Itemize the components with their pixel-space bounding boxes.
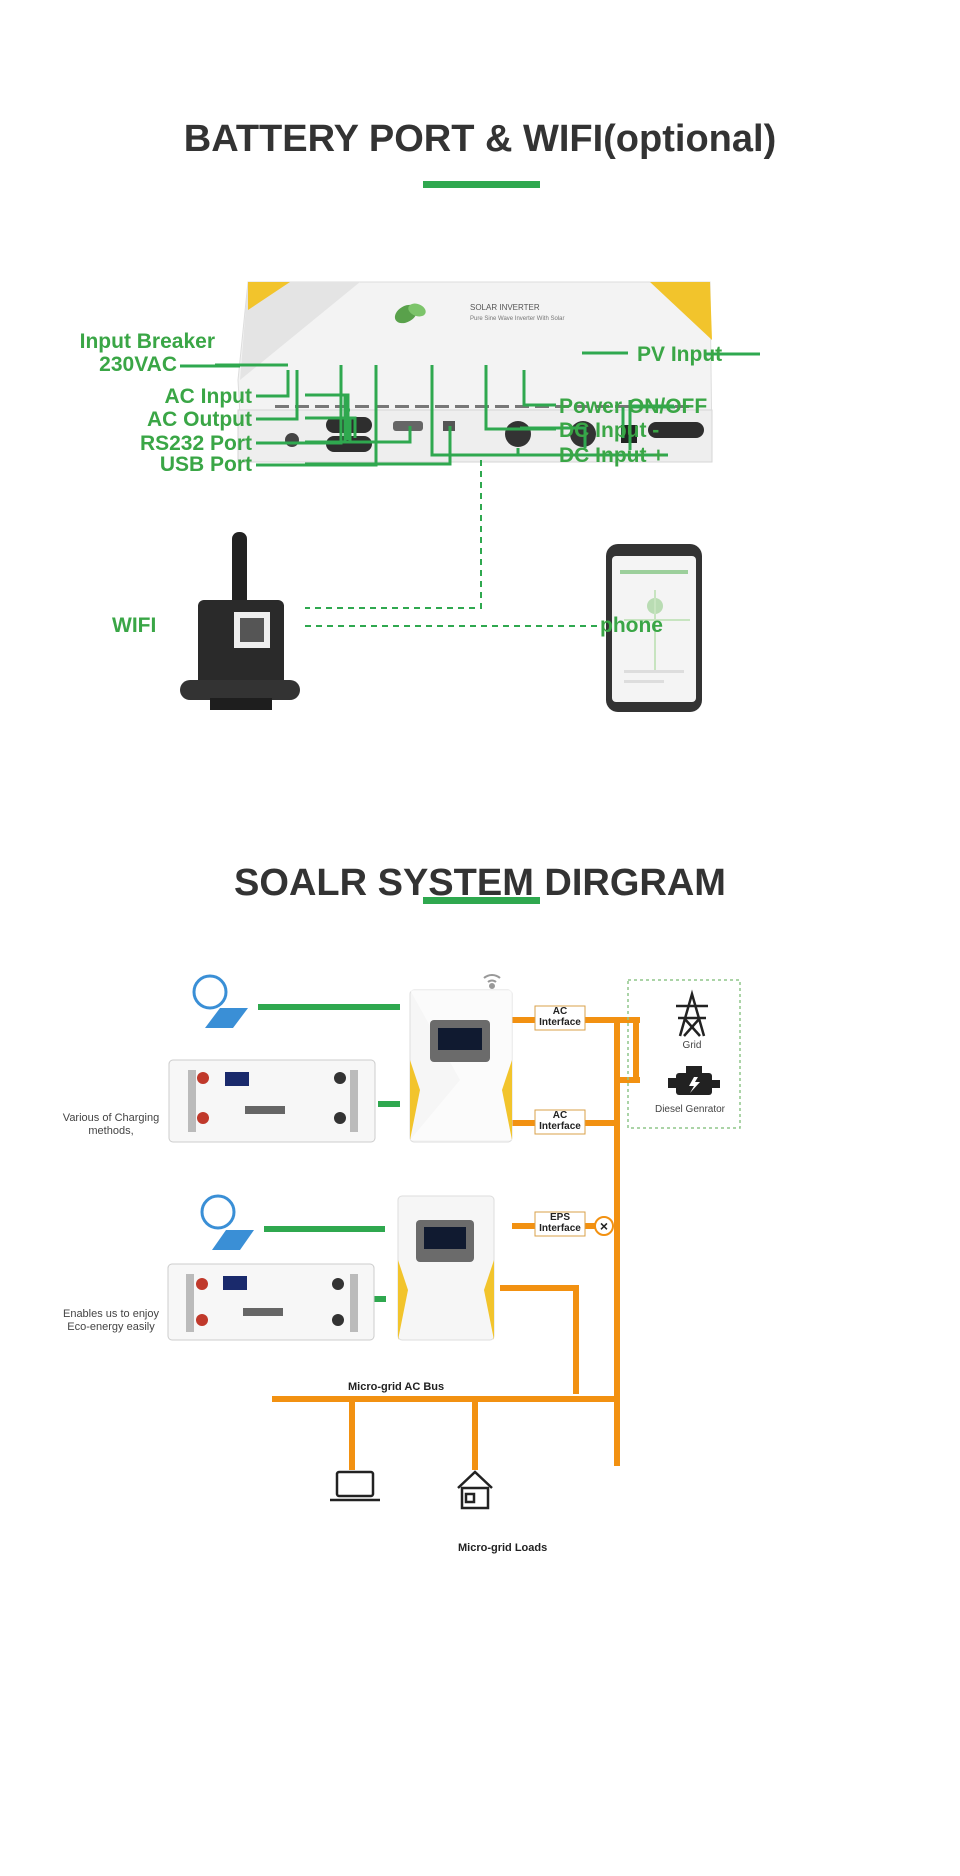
charging-note-line1: Various of Charging [62,1112,160,1124]
ac-interface-text: AC Interface [539,1110,581,1132]
green-links [258,1004,400,1302]
charging-note-line2: methods, [88,1125,134,1137]
wifi-signal-icon [483,974,501,989]
wifi-dongle [180,532,300,710]
port-connectors [305,393,357,438]
orange-bus-lines [272,1017,640,1470]
label-dc-minus: DC Input - [559,419,660,442]
title-underline-2 [423,897,540,904]
label-wifi: WIFI [112,614,157,637]
wifi-dashed-links [305,460,600,627]
ac-interface-tag-2 [534,1109,586,1135]
ac-interface-tag-1 [534,1005,586,1031]
label-ac-input: AC Input [164,385,252,408]
label-ac-output: AC Output [147,408,252,431]
inverter-subtitle: Pure Sine Wave Inverter With Solar [470,316,564,322]
ac-interface-label-2: AC Interface [535,1110,585,1132]
laptop-icon [330,1470,380,1502]
battery-pack-2 [167,1263,375,1341]
grid-source-box [627,979,741,1129]
svg-text:×: × [600,1218,608,1234]
solar-panel-icon-2 [200,1194,254,1250]
eco-note-line2: Eco-energy easily [67,1321,155,1333]
pv-input-port [648,422,704,438]
eps-interface-label: EPS Interface [535,1212,585,1234]
ac-output-port [326,436,372,452]
pylon-icon [676,989,708,1037]
leader-line-overlay [180,351,628,467]
ac-interface-label-1: AC Interface [535,1006,585,1028]
disconnect-icon: × [594,1216,614,1236]
section-title-battery-port: BATTERY PORT & WIFI(optional) [183,118,777,160]
house-icon [457,1470,493,1510]
solar-panel-icon-1 [192,974,248,1028]
rs232-port [393,421,423,431]
ac-interface-text: AC Interface [539,1006,581,1028]
label-connectors [628,352,760,450]
inverter-brand: SOLAR INVERTER [470,303,540,312]
diesel-label: Diesel Genrator [654,1104,726,1115]
eps-interface-tag [534,1211,586,1237]
label-pv-input: PV Input [637,343,723,366]
grid-label: Grid [682,1040,702,1051]
inverter-unit-2 [397,1195,495,1341]
label-power-onoff: Power ON/OFF [559,395,708,418]
battery-pack-1 [168,1059,376,1143]
label-input-breaker-voltage: 230VAC [99,353,177,376]
label-input-breaker: Input Breaker [79,330,215,353]
ac-bus-label: Micro-grid AC Bus [348,1381,445,1393]
label-rs232: RS232 Port [139,432,252,455]
solar-system-diagram: × [167,974,741,1510]
eps-interface-text: EPS Interface [539,1212,581,1234]
label-dc-plus: DC Input + [559,444,665,467]
title-underline [423,181,540,188]
eco-note: Enables us to enjoy Eco-energy easily [55,1308,167,1334]
label-phone: phone [600,614,663,637]
engine-icon [668,1066,720,1095]
loads-label: Micro-grid Loads [458,1542,548,1554]
eco-note-line1: Enables us to enjoy [62,1308,159,1320]
smartphone [606,544,702,712]
leaf-logo-icon [394,303,426,324]
label-usb: USB Port [159,453,252,476]
charging-note: Various of Charging methods, [55,1112,167,1138]
inverter-unit-1 [409,989,513,1143]
inverter-ports-diagram: SOLAR INVERTER Pure Sine Wave Inverter W… [180,281,760,712]
